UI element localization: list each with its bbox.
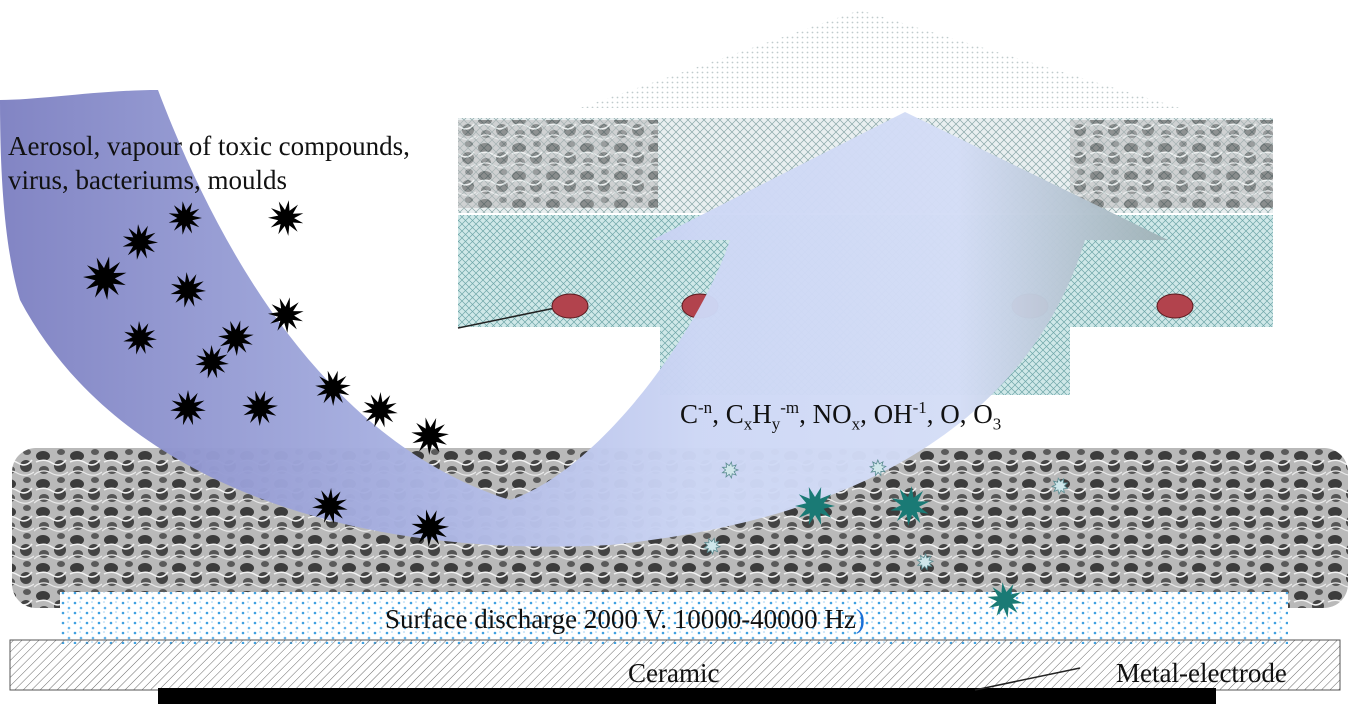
toxic-particle xyxy=(268,200,304,236)
active-particle-large xyxy=(890,486,930,526)
active-particle-large xyxy=(795,487,835,525)
toxic-particle xyxy=(362,392,398,428)
toxic-particle xyxy=(168,201,202,235)
toxic-particle xyxy=(170,390,206,426)
active-particle-small xyxy=(869,458,887,477)
electrode-node-4 xyxy=(1156,293,1194,319)
discharge-label: Surface discharge 2000 V. 10000-40000 Hz… xyxy=(385,604,865,634)
active-particle-large xyxy=(987,582,1023,618)
toxic-particle xyxy=(170,272,206,308)
toxic-particle xyxy=(411,417,449,455)
metal-electrode-label: Metal-electrode xyxy=(1116,658,1287,688)
active-particles xyxy=(703,458,1069,618)
flow-arrow xyxy=(0,90,1168,547)
ceramic-label: Ceramic xyxy=(628,658,720,688)
toxic-particle xyxy=(268,297,304,333)
toxic-particle xyxy=(242,390,278,426)
electrode-pointer-line xyxy=(974,667,1081,691)
top-roof-mesh xyxy=(580,10,1180,108)
toxic-particle xyxy=(195,345,229,379)
toxic-particles xyxy=(83,200,449,547)
active-species-label: C-n, CxHy-m, NOx, OH-1, O, O3 xyxy=(680,398,1002,434)
surface-discharge-zone xyxy=(60,592,1288,644)
active-particle-small xyxy=(703,537,722,556)
active-particle-small xyxy=(721,461,740,479)
metal-electrode-bar xyxy=(158,688,1216,704)
active-particle-small xyxy=(916,552,935,571)
toxic-particle xyxy=(123,321,157,355)
upper-foam-left xyxy=(458,120,658,208)
toxic-particle xyxy=(83,256,127,300)
toxic-particle xyxy=(411,509,449,547)
aerosol-label: Aerosol, vapour of toxic compounds, viru… xyxy=(8,131,410,195)
lead-wire xyxy=(457,307,556,329)
toxic-particle xyxy=(315,370,351,406)
toxic-particle xyxy=(122,224,158,260)
upper-foam-right xyxy=(1070,120,1273,208)
toxic-particle xyxy=(312,488,348,524)
electrode-node-1 xyxy=(551,293,589,319)
active-particle-small xyxy=(1050,477,1069,495)
toxic-particle xyxy=(218,320,254,356)
